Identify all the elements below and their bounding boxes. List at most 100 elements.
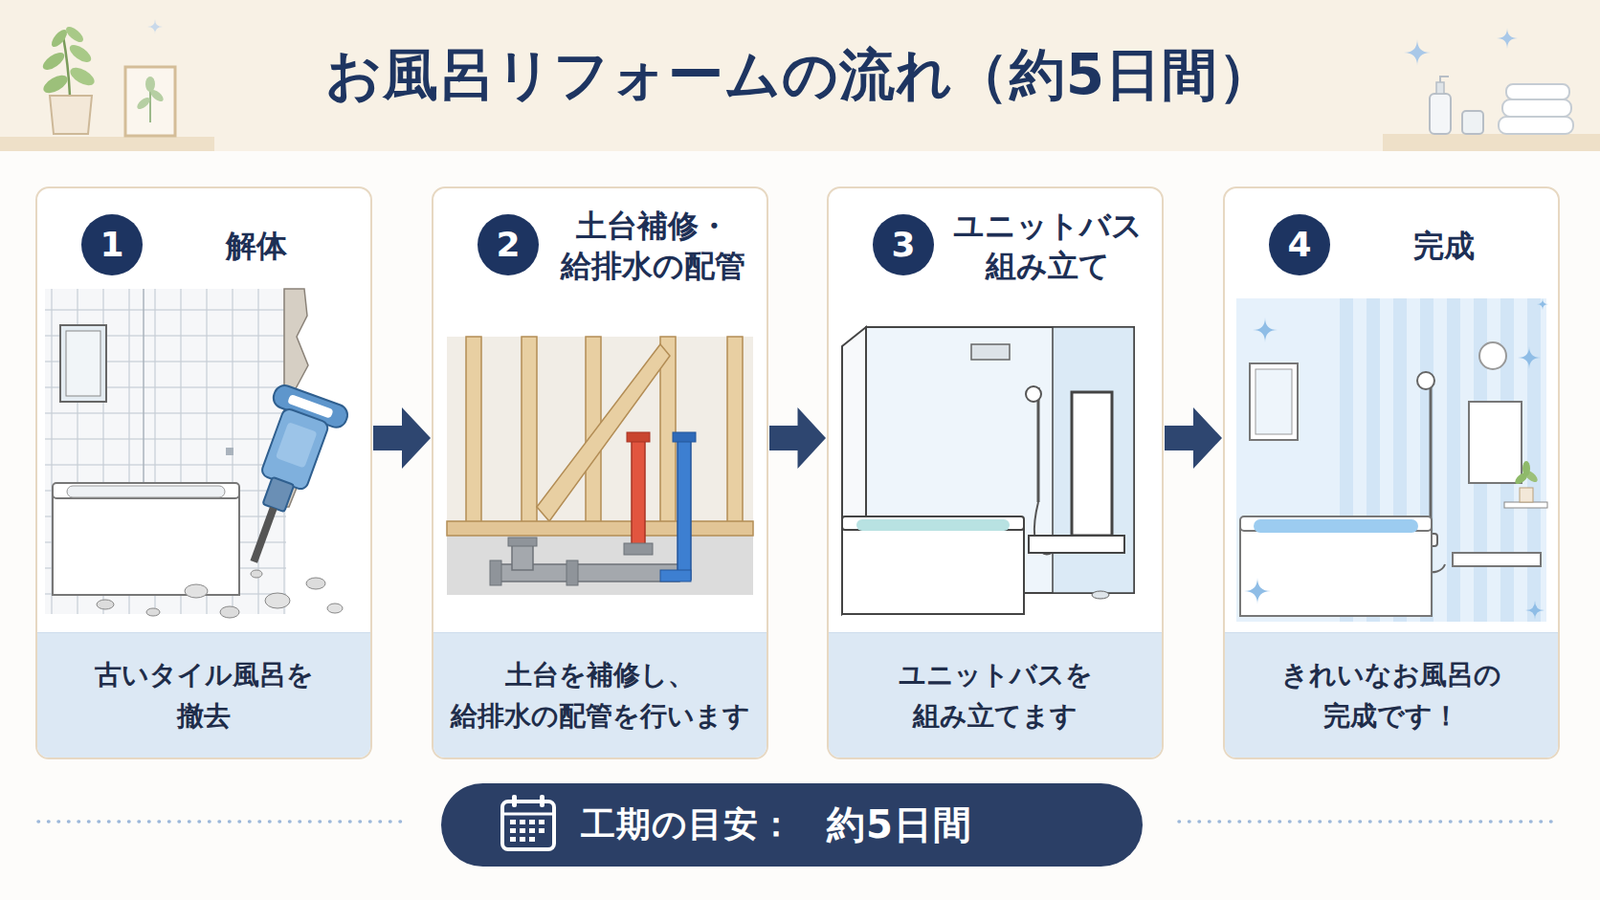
unit-bath-illustration-part [971,344,1010,360]
demolition-illustration [44,288,351,619]
plumbing-illustration-part [446,336,754,596]
calendar-icon-part [502,801,555,850]
caption-band: 古いタイル風呂を 撤去 [37,632,371,758]
finished-bath-illustration-part [1504,502,1548,509]
step-number-circle: 2 [477,214,539,276]
unit-bath-illustration-part [842,524,1024,615]
header-bath-items-part [1436,82,1445,94]
finished-bath-illustration-part [1236,298,1547,623]
demolition-illustration-part [225,447,234,456]
step-number: 3 [890,227,915,263]
unit-bath-illustration-part [842,516,1024,531]
step-number-circle: 1 [81,214,143,276]
plumbing-illustration-part [521,336,537,523]
header-sparkles-part [1496,27,1518,49]
duration-label: 工期の目安： [580,801,795,849]
header-bath-items-part [1429,93,1451,134]
step-heading: 解体 [148,200,365,292]
finished-bath-illustration-part-part [1517,346,1541,370]
finished-bath-illustration-part-part [1252,317,1278,343]
plumbing-illustration [446,336,754,596]
duration-pill-ground-part [441,783,1143,867]
demolition-illustration-part [220,606,240,619]
card-grounds-part [1222,186,1560,760]
header-bath-items-part [1506,84,1570,100]
header-plant [40,23,98,134]
caption-band: ユニットバスを 組み立てます [828,632,1162,758]
plumbing-illustration-part [672,432,696,443]
plumbing-illustration-part [466,336,482,523]
step-number: 2 [495,227,520,263]
finished-bath-illustration-part-part [1244,577,1271,605]
demolition-illustration-part [52,483,240,499]
unit-bath-illustration-part [1028,535,1125,554]
calendar-icon-part [502,813,555,817]
calendar-icon-part-part [519,820,526,825]
demolition-illustration-part [60,325,107,402]
plumbing-illustration-part [623,543,653,556]
header-plant-part [40,71,70,97]
dotted-rules-part [1178,820,1560,824]
finished-bath-illustration-part [1429,375,1433,536]
plumbing-illustration-part [489,560,502,586]
plumbing-illustration-part [727,336,743,523]
step-card: 解体1 古いタイル風呂を 撤去 [35,186,373,760]
finished-bath-illustration-part [1519,488,1534,503]
finished-bath-illustration-part-part [1536,298,1549,311]
card-grounds-part [431,186,769,760]
demolition-illustration-part [218,382,351,576]
header-frame [125,66,176,136]
header-plant-part [63,36,70,96]
header-band [0,0,1600,152]
header-plant-part [66,42,94,67]
demolition-illustration-part [306,577,326,590]
step-caption: 土台を補修し、 給排水の配管を行います [433,654,767,738]
unit-bath-illustration-part [1091,591,1110,600]
demolition-illustration-part [327,603,343,614]
finished-bath-illustration-part [1479,342,1507,370]
header-plant-part [49,95,92,134]
header-band-part [0,136,215,152]
step-card: 完成 4 きれいなお風呂の 完成です！ [1222,186,1560,760]
header-bath-items [1429,76,1574,134]
duration-value: 約5日間 [826,799,973,852]
header-bath-items-part [1440,76,1449,83]
demolition-illustration-part-part [262,477,294,512]
demolition-illustration-part [96,600,114,610]
unit-bath-illustration-part [1071,392,1112,536]
plumbing-illustration-part [660,570,691,582]
step-caption: 古いタイル風呂を 撤去 [84,654,324,738]
plumbing-illustration-part [626,432,650,443]
flow-arrow [1164,407,1223,469]
card-grounds [35,186,1560,760]
finished-bath-illustration-part [1253,519,1419,534]
calendar-icon-part-part [519,837,526,843]
caption-band: きれいなお風呂の 完成です！ [1224,632,1558,758]
finished-bath-illustration-part [1417,372,1435,390]
unit-bath-illustration-part [856,519,1010,532]
demolition-illustration-part-part [249,507,277,564]
step-number: 4 [1287,227,1312,263]
header-bath-items-part [1502,99,1572,117]
demolition-illustration-part [142,288,145,489]
unit-bath-illustration-part [1025,386,1042,402]
header-frame-part [125,66,176,136]
step-caption: きれいなお風呂の 完成です！ [1224,654,1558,738]
plumbing-illustration-part [508,537,537,547]
step-heading: 土台補修・ 給排水の配管 [544,200,761,292]
demolition-illustration-part [66,331,101,397]
header-band-part [1382,133,1600,152]
duration-pill-ground [441,783,1143,867]
plumbing-illustration-part [631,438,645,552]
demolition-illustration-part-part [275,422,318,469]
header-sparkles-part [147,19,163,35]
demolition-illustration-part [265,593,290,609]
calendar-icon-part-part [510,828,516,834]
header-plant-part [66,64,97,89]
demolition-illustration-part [44,288,287,615]
card-grounds-part [826,186,1164,760]
step-heading: 完成 [1335,200,1553,292]
plumbing-illustration-part [536,344,670,522]
calendar-icon-part [511,795,517,808]
